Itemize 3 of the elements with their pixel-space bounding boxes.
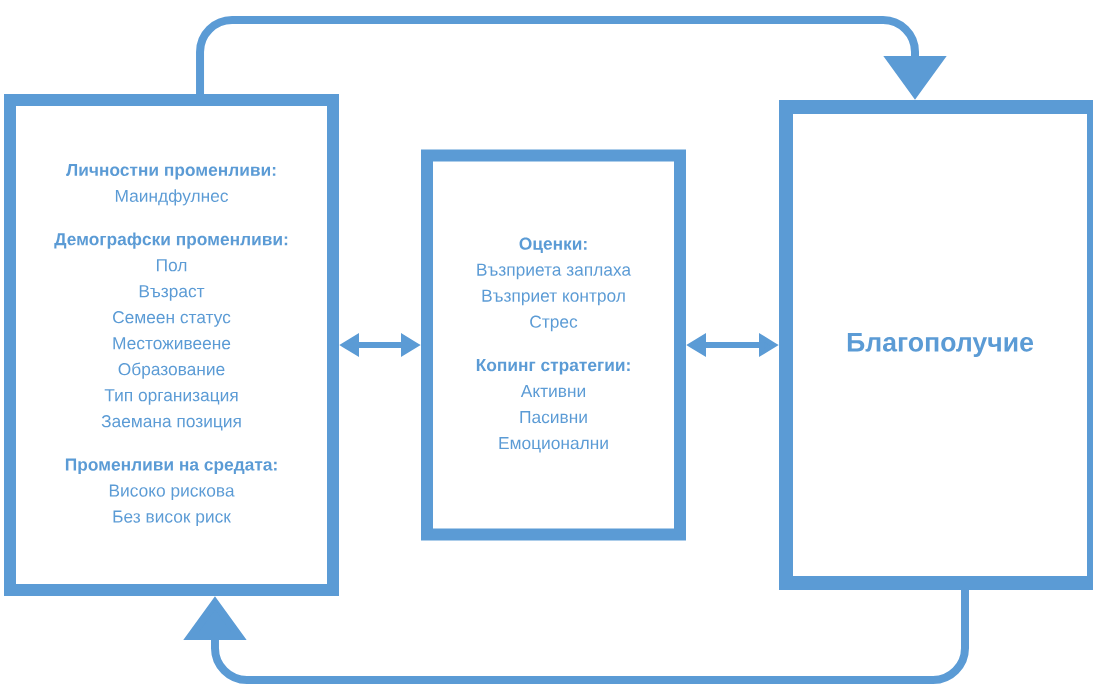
box: Личностни променливи: Маиндфулнес Демографски променливи: Пол Възраст Семеен статус Местоживеене Образование Тип организация Заемана позиция Променливи на средата: Високо рискова Без висок риск xyxy=(4,94,339,596)
box: Оценки: Възприета заплаха Възприет контрол Стрес Копинг стратегии: Активни Пасивни Емоционални xyxy=(421,149,686,541)
box: Благополучие xyxy=(779,100,1093,590)
